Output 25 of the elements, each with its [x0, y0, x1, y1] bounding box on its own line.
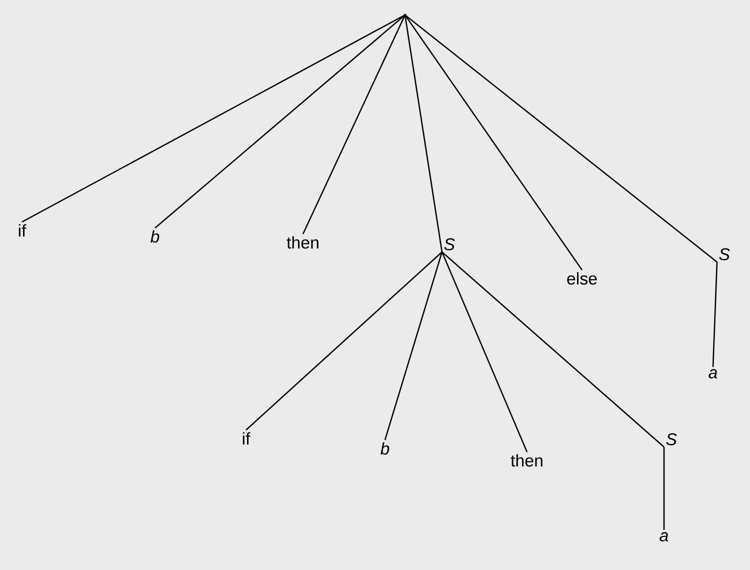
tree-branch: [302, 14, 406, 234]
terminal-label: if: [242, 432, 250, 444]
terminal-label: else: [567, 272, 597, 285]
terminal-label: b: [380, 442, 390, 455]
tree-branch: [404, 14, 443, 252]
nonterminal-label: S: [444, 238, 455, 250]
terminal-label: if: [18, 224, 26, 236]
tree-branch: [384, 252, 443, 440]
terminal-label: then: [510, 454, 542, 467]
tree-branch: [441, 252, 528, 452]
tree-branch: [22, 14, 406, 223]
tree-branch: [442, 252, 664, 448]
nonterminal-label: S: [666, 433, 677, 446]
nonterminal-label: S: [719, 248, 730, 260]
tree-branch: [154, 14, 406, 228]
terminal-label: a: [660, 532, 668, 542]
terminal-label: then: [286, 236, 318, 249]
tree-branch: [404, 14, 718, 262]
tree-branch: [404, 14, 583, 270]
root-point: [404, 14, 406, 16]
terminal-label: b: [150, 230, 160, 243]
terminal-label: a: [708, 369, 718, 378]
tree-branch: [246, 252, 442, 430]
tree-branch: [712, 262, 718, 367]
tree-branch: [663, 446, 665, 530]
